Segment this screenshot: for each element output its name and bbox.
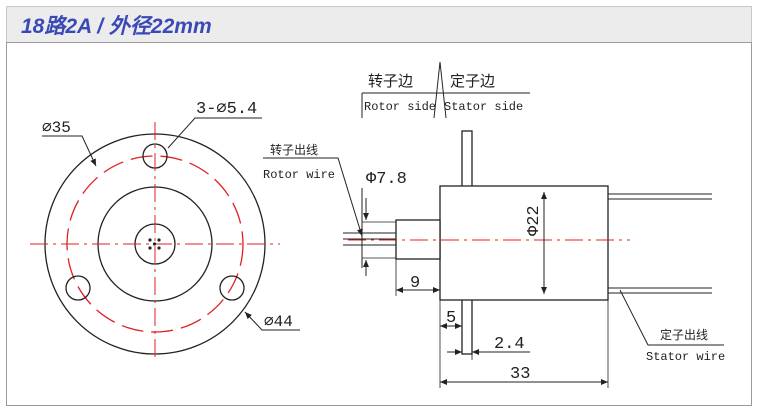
- stator-side-en: Stator side: [444, 100, 523, 114]
- mount-hole-left: [65, 275, 91, 301]
- rotor-wire-cn: 转子出线: [270, 142, 318, 157]
- total-len-label: 33: [510, 365, 530, 384]
- header-bar: 18路2A / 外径22mm: [6, 6, 752, 42]
- flange-thk-label: 2.4: [494, 335, 525, 354]
- pcd-leader: [42, 135, 97, 167]
- outer-leader: [244, 311, 300, 331]
- outer-label: ⌀44: [264, 313, 293, 331]
- mount-hole-right: [219, 275, 245, 301]
- hole-label: 3-⌀5.4: [196, 100, 257, 119]
- shaft-dia-label: Φ7.8: [366, 170, 407, 189]
- stator-wire-cn: 定子出线: [660, 327, 708, 342]
- front-view: [30, 117, 300, 362]
- drawing-frame: [6, 42, 752, 406]
- shaft-len-label: 9: [410, 274, 420, 293]
- page-title: 18路2A / 外径22mm: [21, 15, 212, 38]
- stator-body: [439, 185, 609, 301]
- side-view: [263, 61, 724, 388]
- stator-side-cn: 定子边: [450, 72, 495, 90]
- pcd-label: ⌀35: [42, 119, 71, 137]
- flange-offset-label: 5: [446, 309, 456, 328]
- rotor-side-en: Rotor side: [364, 100, 436, 114]
- rotor-side-cn: 转子边: [368, 72, 413, 90]
- body-dia-label: Φ22: [525, 205, 544, 236]
- stator-wire-en: Stator wire: [646, 350, 725, 364]
- rotor-wire-en: Rotor wire: [263, 168, 335, 182]
- hole-leader: [167, 117, 262, 149]
